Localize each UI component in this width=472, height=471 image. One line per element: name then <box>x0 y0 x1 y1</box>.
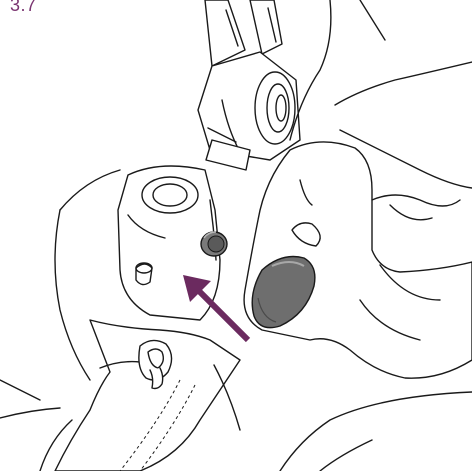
knob <box>201 232 227 256</box>
upper-arm <box>198 0 300 170</box>
